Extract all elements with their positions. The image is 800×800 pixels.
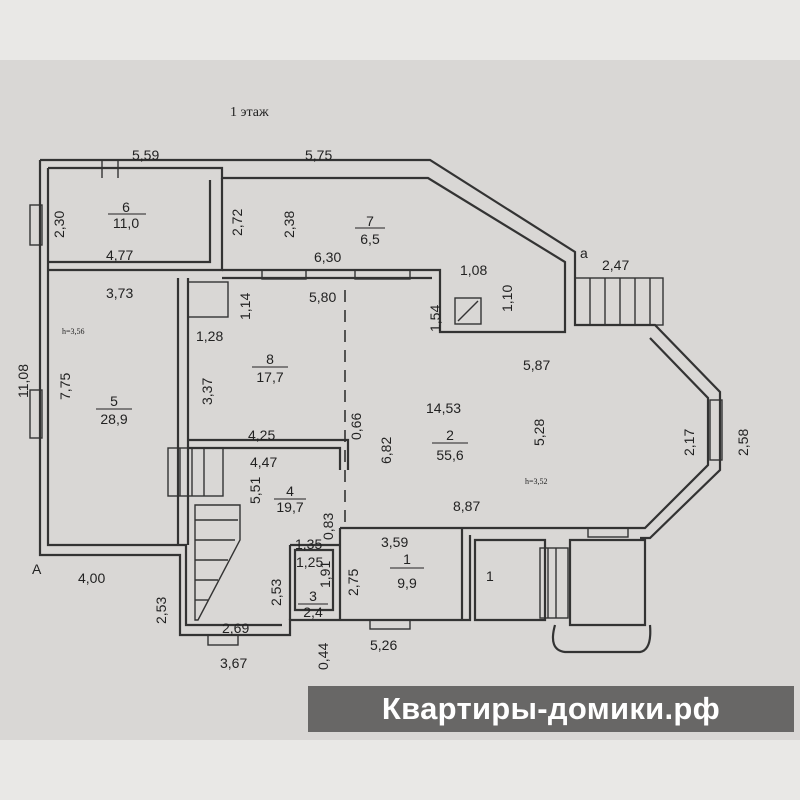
dim: 5,80 — [309, 289, 336, 305]
door-mark-1: 1 — [486, 568, 494, 584]
dim: 1,14 — [237, 293, 253, 320]
dim: 0,83 — [320, 513, 336, 540]
dim: 1,25 — [296, 554, 323, 570]
watermark: Квартиры-домики.рф — [308, 686, 794, 732]
dim: 2,47 — [602, 257, 629, 273]
room-5-area: 28,9 — [100, 411, 127, 427]
walls — [29, 158, 723, 654]
dim: 2,38 — [281, 211, 297, 238]
dim: 1,35 — [295, 536, 322, 552]
dim: 6,30 — [314, 249, 341, 265]
floor-title: 1 этаж — [230, 105, 269, 120]
dim: 0,44 — [315, 643, 331, 670]
dim: 2,53 — [153, 597, 169, 624]
dim: 2,72 — [229, 209, 245, 236]
dim: 1,28 — [196, 328, 223, 344]
dim: 0,66 — [348, 413, 364, 440]
room-6-number: 6 — [122, 199, 130, 215]
room-3-area: 2,4 — [303, 604, 323, 620]
room-7-area: 6,5 — [360, 231, 380, 247]
dim: 7,75 — [57, 373, 73, 400]
dim: 1,08 — [460, 262, 487, 278]
dim: 2,30 — [51, 211, 67, 238]
room-8-area: 17,7 — [256, 369, 283, 385]
dim: 2,17 — [681, 429, 697, 456]
room-7-number: 7 — [366, 213, 374, 229]
room-8-number: 8 — [266, 351, 274, 367]
dim: 2,75 — [345, 569, 361, 596]
dim: 8,87 — [453, 498, 480, 514]
dim: 3,37 — [199, 378, 215, 405]
dim: 5,75 — [305, 147, 332, 163]
room-6-area: 11,0 — [113, 215, 139, 231]
dim: 4,47 — [250, 454, 277, 470]
room-3-number: 3 — [309, 588, 317, 604]
dim: 5,59 — [132, 147, 159, 163]
room-labels: 1 9,9 2 55,6 3 2,4 4 19,7 5 28,9 6 11,0 … — [32, 199, 588, 620]
room-4-area: 19,7 — [276, 499, 303, 515]
dim: 5,26 — [370, 637, 397, 653]
paper — [0, 60, 800, 740]
dim: 14,53 — [426, 400, 461, 416]
room-1-area: 9,9 — [397, 575, 417, 591]
dim: 3,73 — [106, 285, 133, 301]
dim: 6,82 — [378, 437, 394, 464]
dim: 5,87 — [523, 357, 550, 373]
room-2-area: 55,6 — [436, 447, 463, 463]
room-4-number: 4 — [286, 483, 294, 499]
room-1-number: 1 — [403, 551, 411, 567]
dim: 5,51 — [247, 477, 263, 504]
dim: 2,53 — [268, 579, 284, 606]
dim: 3,67 — [220, 655, 247, 671]
dim: 2,58 — [735, 429, 751, 456]
room-5-number: 5 — [110, 393, 118, 409]
height-room-5: h=3,56 — [62, 327, 85, 336]
dim: 2,69 — [222, 620, 249, 636]
section-mark-A: А — [32, 561, 42, 577]
dim: 4,25 — [248, 427, 275, 443]
dim: 1,54 — [427, 305, 443, 332]
dim: 5,28 — [531, 419, 547, 446]
dim: 3,59 — [381, 534, 408, 550]
section-mark-a: а — [580, 245, 588, 261]
dim: 1,10 — [499, 285, 515, 312]
height-room-2: h=3,52 — [525, 477, 548, 486]
dim: 4,77 — [106, 247, 133, 263]
dim: 1,91 — [317, 561, 333, 588]
dim: 4,00 — [78, 570, 105, 586]
dimensions: 5,59 5,75 2,30 4,77 2,72 2,38 6,30 2,47 … — [15, 147, 751, 671]
room-2-number: 2 — [446, 427, 454, 443]
dim: 11,08 — [15, 364, 31, 398]
